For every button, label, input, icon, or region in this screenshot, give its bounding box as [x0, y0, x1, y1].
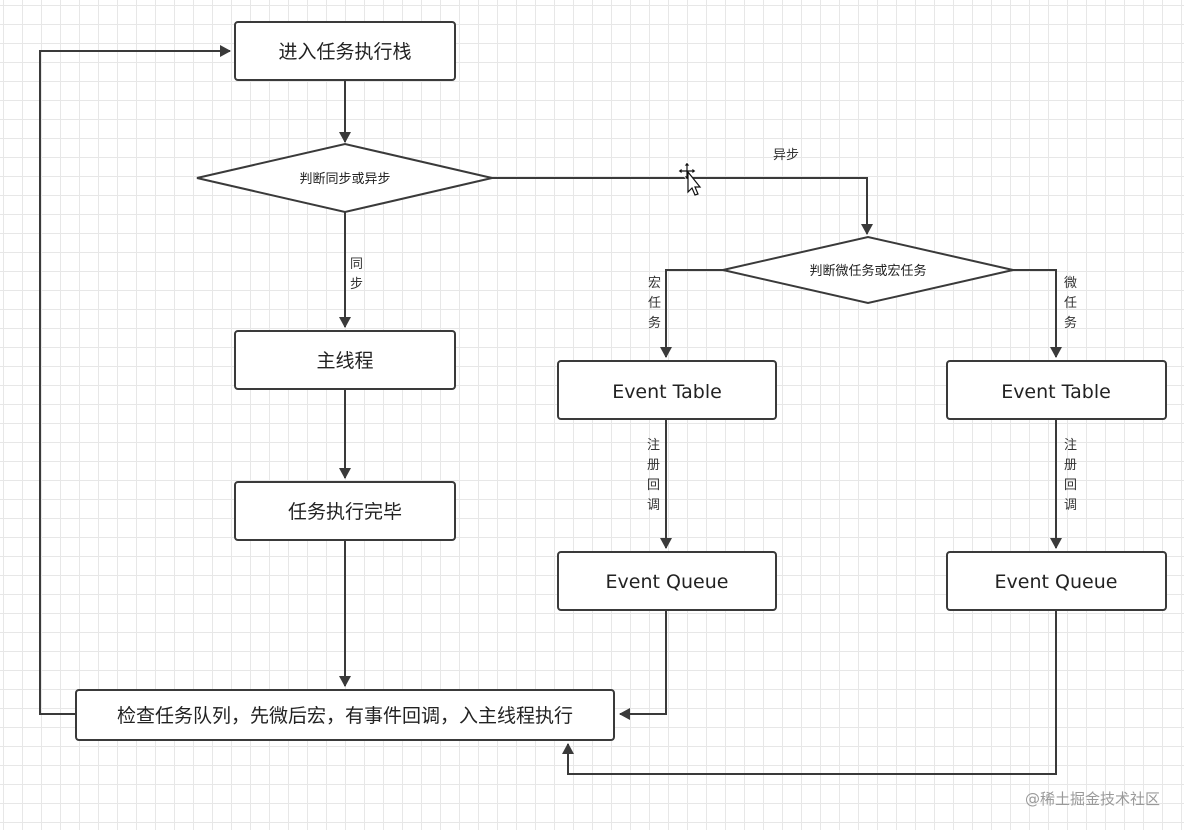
- edge-micro-char: 任: [1064, 296, 1077, 311]
- node-event-table-micro: Event Table: [946, 360, 1167, 420]
- edge-micro-label: 微 任 务: [1064, 276, 1077, 331]
- edge-loop-back: [39, 45, 231, 715]
- edge-register-macro-char: 册: [647, 458, 660, 473]
- node-event-table-micro-label: Event Table: [1001, 381, 1111, 403]
- edge-macro-char: 务: [648, 315, 661, 331]
- edge-register-micro-char: 注: [1064, 438, 1077, 453]
- node-task-done: 任务执行完毕: [234, 481, 456, 541]
- edge-register-micro-label: 注 册 回 调: [1064, 438, 1077, 513]
- move-cursor-icon: [677, 161, 702, 196]
- node-task-done-label: 任务执行完毕: [288, 501, 402, 523]
- edge-macro: [660, 269, 723, 358]
- edge-macro-queue-to-check: [619, 610, 667, 720]
- node-event-queue-macro-label: Event Queue: [606, 571, 729, 593]
- node-enter-stack: 进入任务执行栈: [234, 21, 456, 81]
- node-check-queue: 检查任务队列，先微后宏，有事件回调，入主线程执行: [75, 689, 615, 741]
- edge-register-micro-char: 调: [1064, 498, 1077, 513]
- node-event-table-macro: Event Table: [557, 360, 777, 420]
- node-judge-micro-macro-label: 判断微任务或宏任务: [809, 263, 926, 279]
- watermark-text: @稀土掘金技术社区: [1025, 790, 1160, 808]
- edge-register-macro-label: 注 册 回 调: [647, 438, 660, 513]
- edge-micro-queue-to-check: [562, 610, 1057, 775]
- edge-macro-char: 宏: [648, 276, 661, 291]
- edge-micro-char: 务: [1064, 315, 1077, 331]
- node-main-thread-label: 主线程: [316, 350, 373, 372]
- node-check-queue-label: 检查任务队列，先微后宏，有事件回调，入主线程执行: [117, 705, 573, 727]
- edge-register-macro-char: 调: [647, 498, 660, 513]
- edge-register-micro-char: 回: [1064, 478, 1077, 493]
- edge-async-label: 异步: [773, 148, 799, 163]
- edge-register-macro-char: 注: [647, 438, 660, 453]
- edge-micro: [1013, 269, 1062, 358]
- node-judge-micro-macro: 判断微任务或宏任务: [722, 235, 1014, 305]
- edge-sync-label: 同 步: [350, 257, 363, 292]
- node-event-queue-micro: Event Queue: [946, 551, 1167, 611]
- node-enter-stack-label: 进入任务执行栈: [278, 41, 411, 63]
- node-main-thread: 主线程: [234, 330, 456, 390]
- edge-macro-char: 任: [648, 296, 661, 311]
- edge-async: [492, 177, 873, 235]
- edge-micro-char: 微: [1064, 276, 1077, 291]
- node-judge-sync: 判断同步或异步: [196, 142, 493, 214]
- edge-register-macro-char: 回: [647, 478, 660, 493]
- edge-macro-label: 宏 任 务: [648, 276, 661, 331]
- node-event-queue-macro: Event Queue: [557, 551, 777, 611]
- edge-register-micro-char: 册: [1064, 458, 1077, 473]
- edge-sync-char: 步: [350, 277, 363, 292]
- edge-sync-char: 同: [350, 257, 363, 272]
- node-judge-sync-label: 判断同步或异步: [299, 172, 390, 187]
- node-event-queue-micro-label: Event Queue: [995, 571, 1118, 593]
- node-event-table-macro-label: Event Table: [612, 381, 722, 403]
